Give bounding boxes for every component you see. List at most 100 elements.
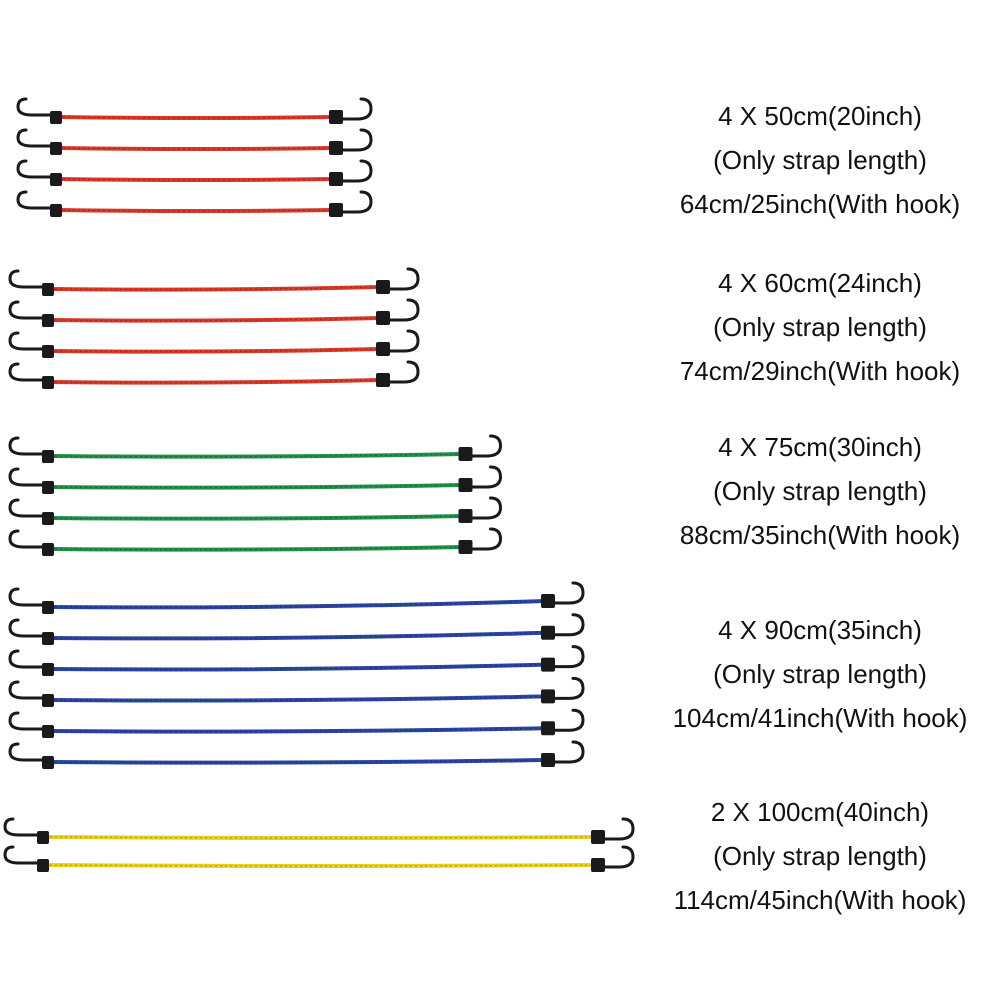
elastic-strap (48, 694, 547, 703)
left-clamp (42, 512, 54, 525)
quantity-size-text: 4 X 75cm(30inch) (718, 432, 922, 462)
strap-texture (49, 546, 463, 551)
right-hook-icon (553, 676, 585, 700)
left-clamp (42, 725, 54, 738)
bungee-cord (16, 190, 373, 217)
with-hook-length-text: 74cm/29inch(With hook) (679, 356, 961, 386)
left-clamp (50, 204, 62, 217)
right-clamp (541, 753, 555, 767)
strap-length-note: (Only strap length) (713, 476, 927, 506)
right-hook-icon (553, 740, 585, 764)
right-hook-icon (388, 298, 420, 322)
left-hook-icon (8, 529, 44, 549)
left-hook-icon (8, 711, 44, 731)
quantity-size-text: 4 X 50cm(20inch) (718, 101, 922, 131)
with-hook-length-text: 88cm/35inch(With hook) (679, 520, 961, 550)
strap-texture (49, 379, 381, 384)
left-hook-icon (16, 190, 52, 210)
quantity-size-text: 4 X 90cm(35inch) (718, 615, 922, 645)
left-hook-icon (8, 436, 44, 456)
strap-texture (44, 864, 596, 867)
strap-length-note: (Only strap length) (713, 841, 927, 871)
bungee-cord (16, 128, 373, 155)
right-hook-icon (341, 97, 373, 121)
strap-texture (57, 209, 334, 212)
strap-texture (57, 147, 334, 150)
label-group-60cm: 4 X 60cm(24inch) (Only strap length) 74c… (640, 261, 1000, 393)
left-clamp (50, 111, 62, 124)
elastic-strap (48, 599, 547, 610)
left-hook-icon (16, 159, 52, 179)
left-hook-icon (8, 362, 44, 382)
elastic-strap (48, 483, 465, 490)
left-hook-icon (8, 269, 44, 289)
left-clamp (42, 694, 54, 707)
label-group-50cm: 4 X 50cm(20inch) (Only strap length) 64c… (640, 94, 1000, 226)
strap-texture (49, 632, 546, 640)
right-clamp (541, 657, 555, 672)
elastic-strap (56, 115, 335, 120)
right-clamp (458, 509, 473, 523)
bungee-cord (8, 267, 420, 296)
left-hook-icon (3, 845, 39, 865)
elastic-strap (56, 208, 335, 213)
right-clamp (541, 721, 555, 736)
left-clamp (50, 173, 62, 186)
right-hook-icon (603, 845, 635, 869)
quantity-size-text: 4 X 60cm(24inch) (718, 268, 922, 298)
right-clamp (541, 625, 555, 640)
right-clamp (458, 447, 473, 461)
bungee-cord (8, 613, 585, 645)
bungee-cord (8, 434, 503, 463)
bungee-cord (8, 298, 420, 327)
elastic-strap (48, 316, 382, 323)
elastic-strap (43, 863, 597, 868)
bungee-cord (8, 645, 585, 676)
left-hook-icon (8, 467, 44, 487)
left-clamp (42, 345, 54, 358)
left-clamp (42, 601, 54, 614)
strap-texture (49, 484, 463, 489)
right-clamp (591, 858, 605, 872)
strap-texture (49, 348, 381, 353)
right-hook-icon (553, 581, 585, 605)
elastic-strap (48, 630, 547, 641)
right-clamp (458, 478, 473, 492)
strap-texture (49, 515, 463, 520)
with-hook-length-text: 104cm/41inch(With hook) (672, 703, 968, 733)
right-hook-icon (471, 434, 503, 458)
bungee-cord (8, 527, 503, 556)
left-clamp (37, 831, 49, 844)
left-hook-icon (8, 649, 44, 669)
elastic-strap (48, 452, 465, 459)
bungee-cord (8, 329, 420, 358)
bungee-cord (8, 496, 503, 525)
elastic-strap (48, 662, 547, 672)
left-clamp (37, 859, 49, 872)
right-hook-icon (603, 817, 635, 841)
with-hook-length-text: 114cm/45inch(With hook) (673, 885, 967, 915)
with-hook-length-text: 64cm/25inch(With hook) (679, 189, 961, 219)
cord-group-3 (8, 581, 585, 769)
left-clamp (42, 283, 54, 296)
left-clamp (42, 632, 54, 645)
bungee-cord (16, 159, 373, 186)
bungee-cord (8, 740, 585, 769)
right-clamp (591, 830, 605, 844)
strap-length-note: (Only strap length) (713, 145, 927, 175)
elastic-strap (48, 378, 382, 385)
elastic-strap (43, 835, 597, 840)
right-clamp (376, 280, 390, 294)
strap-texture (49, 453, 463, 458)
bungee-cord (3, 817, 635, 844)
left-hook-icon (8, 618, 44, 638)
right-hook-icon (388, 329, 420, 353)
bungee-cord (8, 465, 503, 494)
cord-group-4 (3, 817, 635, 872)
right-clamp (329, 203, 343, 217)
right-hook-icon (388, 267, 420, 291)
bungee-cord (16, 97, 373, 124)
left-hook-icon (8, 300, 44, 320)
elastic-strap (48, 347, 382, 354)
